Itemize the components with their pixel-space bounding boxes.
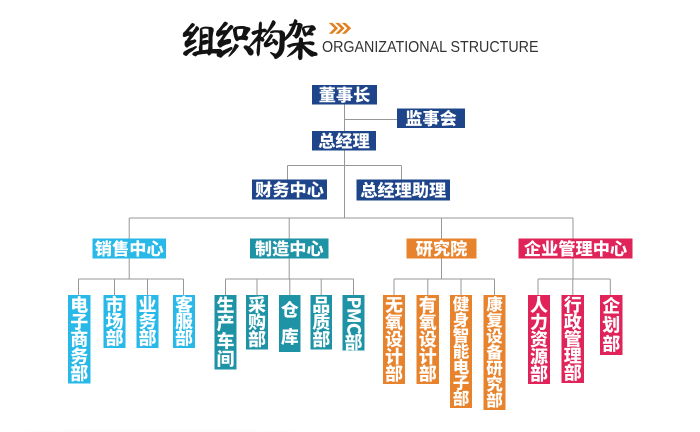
svg-text:ORGANIZATIONAL STRUCTURE: ORGANIZATIONAL STRUCTURE (322, 39, 539, 56)
